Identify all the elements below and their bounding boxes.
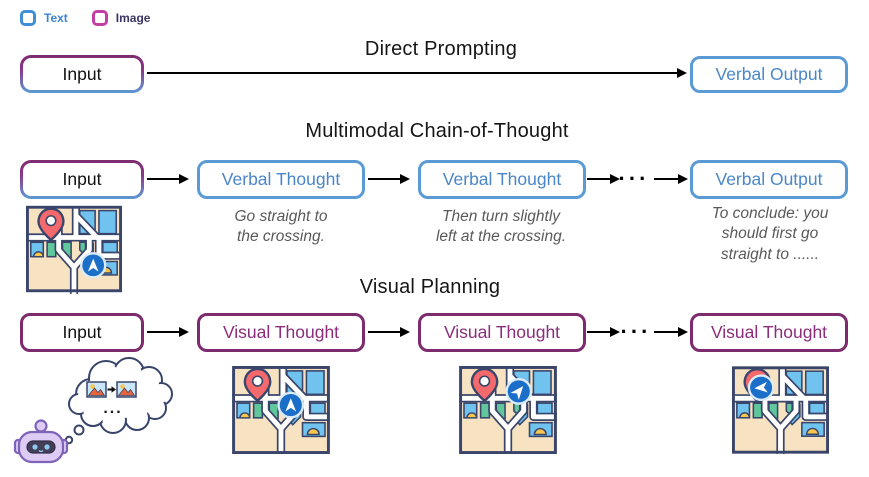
image-thumbnail-icon: [86, 381, 107, 398]
arrow-visual-3: [587, 327, 620, 337]
robot-icon: [13, 419, 69, 464]
section-title-direct-prompting: Direct Prompting: [364, 38, 518, 60]
map-icon: [26, 204, 122, 294]
legend-image-label: Image: [115, 11, 151, 25]
image-swatch-icon: [91, 10, 108, 26]
arrow-direct: [147, 68, 687, 78]
arrow-visual-2: [368, 327, 410, 337]
legend-text-label: Text: [44, 11, 68, 25]
ellipsis-mcot: ···: [618, 166, 650, 191]
arrow-visual-1: [147, 327, 189, 337]
robot-thinking-icon: ...: [13, 357, 173, 464]
arrow-mcot-1: [147, 174, 189, 184]
ellipsis-visual: ···: [620, 319, 652, 344]
visual-thought-box-3: Visual Thought: [690, 313, 848, 352]
input-box-mcot: Input: [20, 160, 144, 199]
input-label: Input: [23, 163, 141, 196]
verbal-thought-box-1: Verbal Thought: [197, 160, 365, 199]
cloud-ellipsis: ...: [103, 400, 122, 417]
map-icon: [458, 366, 558, 454]
caption-verbal-thought-2: Then turn slightly left at the crossing.: [435, 208, 567, 246]
verbal-output-box-mcot: Verbal Output: [690, 160, 848, 199]
thought-cloud-icon: ...: [64, 357, 173, 445]
arrow-visual-4: [654, 327, 688, 337]
input-label: Input: [23, 58, 141, 90]
verbal-thought-box-2: Verbal Thought: [418, 160, 586, 199]
map-icon: [732, 366, 829, 454]
arrow-mcot-4: [654, 174, 688, 184]
visual-thought-box-2: Visual Thought: [418, 313, 586, 352]
legend: Text Image: [20, 10, 150, 26]
section-title-visual-planning: Visual Planning: [359, 276, 501, 298]
image-thumbnail-icon: [116, 381, 137, 398]
verbal-output-box-direct: Verbal Output: [690, 56, 848, 93]
map-icon: [232, 366, 330, 454]
input-box-visual: Input: [20, 313, 144, 352]
text-swatch-icon: [20, 10, 36, 26]
caption-verbal-output: To conclude: you should first go straigh…: [711, 205, 829, 263]
input-box-direct: Input: [20, 55, 144, 93]
section-title-mcot: Multimodal Chain-of-Thought: [305, 120, 569, 142]
caption-verbal-thought-1: Go straight to the crossing.: [234, 208, 328, 246]
arrow-mcot-2: [368, 174, 410, 184]
visual-thought-box-1: Visual Thought: [197, 313, 365, 352]
arrow-mcot-3: [587, 174, 620, 184]
